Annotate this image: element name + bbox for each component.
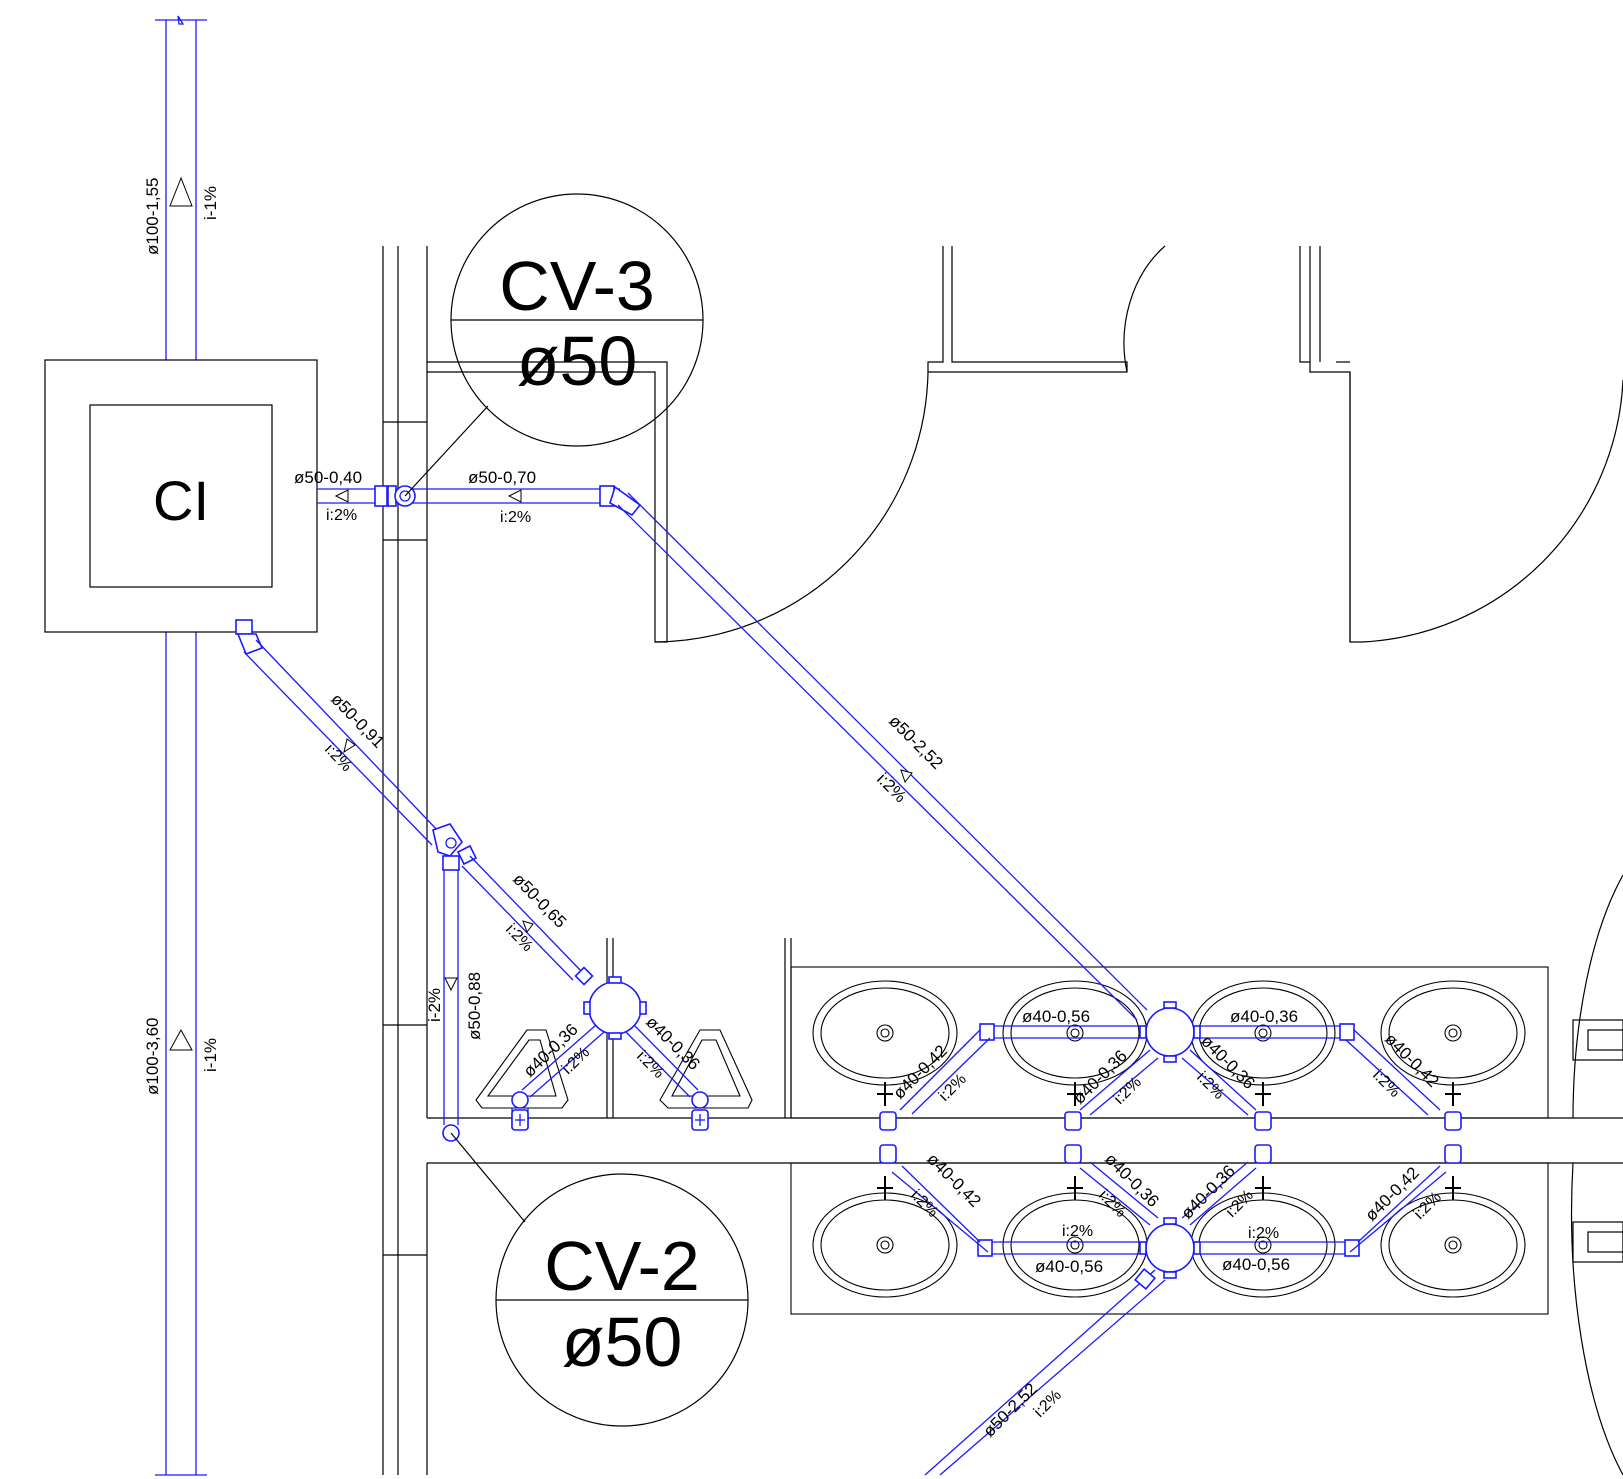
slope-label: i-2% xyxy=(425,988,444,1022)
slope-label: i:2% xyxy=(1193,1069,1227,1103)
washbasin xyxy=(1380,980,1526,1086)
callout-diameter: ø50 xyxy=(517,322,638,400)
pipe-label: ø40-0,56 xyxy=(1035,1257,1103,1276)
callout-cv2: CV-2 ø50 xyxy=(450,1132,749,1427)
callout-code: CV-3 xyxy=(499,247,655,325)
slope-label: i-1% xyxy=(201,1038,220,1072)
pipe-label: ø100-1,55 xyxy=(143,178,162,256)
pipe-label: ø40-0,42 xyxy=(1361,1163,1423,1225)
slope-label: i:2% xyxy=(1062,1223,1093,1240)
pipe-label: ø50-0,65 xyxy=(509,870,570,932)
pipe-label: ø50-0,88 xyxy=(465,972,484,1040)
washbasin xyxy=(1002,980,1148,1086)
flow-arrow xyxy=(169,176,193,207)
slope-label: i:2% xyxy=(1369,1067,1403,1101)
pipe-label: ø40-0,36 xyxy=(1230,1007,1298,1026)
pipe-labels: ø50-0,40 i:2% ø50-0,70 i:2% ø50-0,91 i:2… xyxy=(294,468,1445,1441)
callout-cv3: CV-3 ø50 xyxy=(404,193,704,497)
slope-label: i-1% xyxy=(201,186,220,220)
pipe-label: ø50-0,91 xyxy=(327,690,388,752)
vanity-counters xyxy=(790,966,1549,1315)
slope-label: i:2% xyxy=(326,507,357,524)
slope-label: i:2% xyxy=(907,1187,941,1221)
slope-label: i:2% xyxy=(936,1071,970,1105)
flow-arrow xyxy=(169,1028,193,1051)
pipe-label: ø50-2,52 xyxy=(885,711,947,773)
slope-label: i:2% xyxy=(1248,1225,1279,1242)
drain-pipes xyxy=(235,485,1462,1476)
callout-code: CV-2 xyxy=(544,1227,700,1305)
pipe-label: ø40-0,56 xyxy=(1222,1255,1290,1274)
pipe-label: ø50-0,70 xyxy=(468,468,536,487)
slope-label: i:2% xyxy=(500,509,531,526)
pipe-label: ø100-3,60 xyxy=(143,1018,162,1096)
callout-diameter: ø50 xyxy=(562,1303,683,1381)
pipe-label: ø50-0,40 xyxy=(294,468,362,487)
washbasin xyxy=(812,980,958,1086)
urinals xyxy=(475,1029,753,1109)
inspection-chamber: CI xyxy=(44,359,318,633)
washbasin xyxy=(1190,1192,1336,1298)
pipe-label: ø40-0,56 xyxy=(1022,1007,1090,1026)
faucets xyxy=(877,1082,1461,1200)
flow-arrows xyxy=(334,489,913,992)
main-drain-pipe xyxy=(155,15,207,1476)
chamber-label: CI xyxy=(153,469,209,532)
